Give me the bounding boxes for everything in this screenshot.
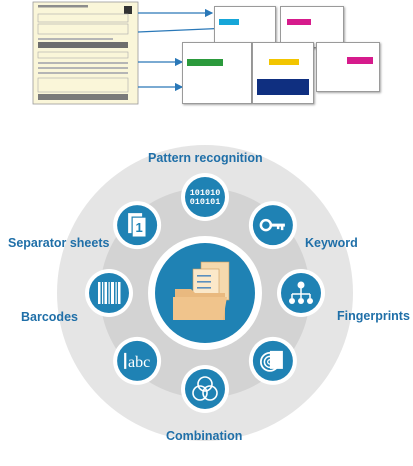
fingerprints-node: [277, 269, 325, 317]
color-band: [287, 19, 311, 25]
paper-line: [197, 287, 211, 289]
color-band: [269, 59, 299, 65]
separator-sheet-icon: 1: [128, 213, 147, 238]
key-tooth: [280, 225, 284, 231]
combination-node: [181, 365, 229, 413]
folder-front: [173, 297, 227, 320]
label-pattern-recognition: Pattern recognition: [148, 151, 263, 165]
circle-right: [202, 385, 218, 401]
fingerprint-outer: [259, 351, 280, 372]
color-band: [219, 19, 239, 25]
node-top: [297, 281, 305, 289]
color-band: [347, 57, 373, 64]
paper-line: [197, 275, 211, 277]
fingerprint-inner: [267, 359, 273, 365]
binary-line: 010101: [190, 197, 221, 207]
barcode-bar: [102, 282, 104, 304]
label-barcodes: Barcodes: [21, 310, 78, 324]
barcodes-node: [85, 269, 133, 317]
label-keyword: Keyword: [305, 236, 358, 250]
color-band: [187, 59, 223, 66]
circle-top: [197, 376, 213, 392]
key-tooth: [276, 225, 280, 230]
text-cursor: [124, 352, 127, 369]
document-separation-illustration: [32, 1, 276, 105]
fingerprint-doc-node: [248, 336, 297, 385]
fingerprint-document-icon: [259, 350, 283, 372]
document-sheet: [269, 350, 283, 369]
icon-circle: [185, 177, 225, 217]
source-document: [32, 1, 139, 105]
abc-glyph: abc: [128, 354, 150, 371]
sorted-document-3: [182, 42, 252, 104]
icon-circle: [117, 340, 158, 381]
sheet-front: [131, 216, 147, 238]
circle-left: [192, 385, 208, 401]
sheet-number: 1: [136, 220, 143, 235]
node-child: [307, 298, 313, 304]
barcode-bar: [108, 282, 110, 304]
hierarchy-icon: [289, 281, 313, 304]
key-icon: [259, 218, 285, 232]
label-fingerprints: Fingerprints: [337, 309, 410, 323]
connectors: [291, 288, 311, 298]
barcode-icon: [98, 282, 121, 304]
paper-line: [197, 281, 211, 283]
overlapping-circles-icon: [192, 376, 218, 401]
separator-sheets-node: 1: [113, 201, 162, 250]
fingerprint-middle: [263, 355, 277, 369]
sorted-document-4: [252, 42, 314, 104]
binary-line: 101010: [190, 188, 221, 198]
ocr-node: abc: [113, 336, 162, 385]
barcode-bar: [111, 282, 114, 304]
keyword-node: [248, 201, 297, 250]
node-child: [298, 298, 304, 304]
color-band: [257, 79, 309, 95]
label-separator-sheets: Separator sheets: [8, 236, 110, 250]
text-abc-icon: abc: [124, 352, 150, 371]
folder-with-documents-icon: [173, 261, 230, 320]
barcode-bar: [118, 282, 121, 304]
barcode-bar: [98, 282, 101, 304]
barcode-bar: [115, 282, 117, 304]
sorted-document-5: [316, 42, 380, 92]
barcode-bar: [104, 282, 107, 304]
label-combination: Combination: [166, 429, 243, 443]
node-child: [289, 298, 295, 304]
